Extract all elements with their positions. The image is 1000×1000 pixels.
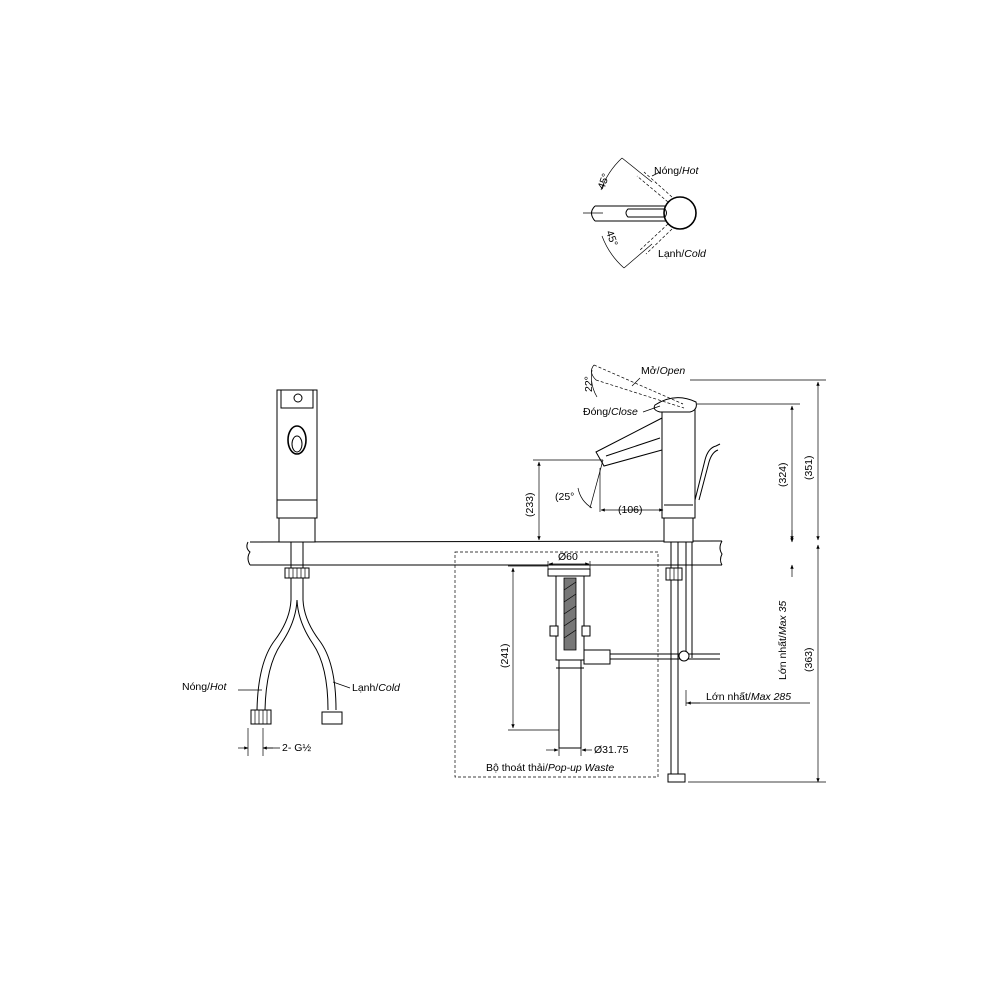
max-length-label: Lớn nhất/Max 285 xyxy=(706,691,791,703)
angle-label-hot: 45° xyxy=(596,172,613,191)
waste-diameter-top: Ø60 xyxy=(558,551,578,563)
front-lever xyxy=(280,389,314,409)
label-close: Đóng/Close xyxy=(583,406,638,418)
side-rod-end xyxy=(667,773,686,783)
front-base xyxy=(278,517,316,543)
label-hot-front: Nóng/Hot xyxy=(182,681,227,693)
angle-spout-label: (25° xyxy=(555,491,574,503)
angle-extension-hot xyxy=(621,157,653,183)
angle-arc-hot xyxy=(600,157,623,191)
waste-pivot xyxy=(583,649,611,665)
lever-top-outline xyxy=(591,205,666,222)
thread-label: 2- G½ xyxy=(282,742,311,754)
side-base xyxy=(663,517,694,543)
lever-hot-position-2 xyxy=(643,171,673,198)
dim-total-height: (351) xyxy=(803,455,815,480)
top-view: 45° 45° Nóng/Hot Lạnh/Cold xyxy=(583,157,707,269)
lever-cold-position xyxy=(639,223,669,251)
side-hook xyxy=(694,443,721,501)
side-lever xyxy=(653,397,697,413)
lever-hot-position xyxy=(636,175,669,203)
waste-frame xyxy=(454,551,659,778)
spout-outlet xyxy=(287,425,307,455)
waste-clip xyxy=(678,650,690,662)
label-cold-top: Lạnh/Cold xyxy=(658,248,707,260)
handle-top-circle xyxy=(663,196,697,230)
side-lever-open xyxy=(593,364,685,409)
hose-cold xyxy=(296,599,329,711)
side-body xyxy=(661,409,696,519)
front-lever-dot xyxy=(293,393,303,403)
dim-lever-height: (324) xyxy=(777,462,789,487)
side-spout xyxy=(595,417,663,467)
waste-diameter-bottom: Ø31.75 xyxy=(594,744,629,756)
label-open: Mở/Open xyxy=(641,365,685,377)
waste-flange xyxy=(547,568,591,577)
lever-slot xyxy=(625,208,667,218)
angle-arc-cold xyxy=(601,235,625,269)
angle-label-cold: 45° xyxy=(603,229,620,248)
label-hot-top: Nóng/Hot xyxy=(654,165,699,177)
fitting-hot xyxy=(250,709,272,725)
leader-hot xyxy=(651,171,661,177)
label-cold-front: Lạnh/Cold xyxy=(352,682,401,694)
popup-waste: Ø60 (241) Ø31.75 Bộ thoát thải/Pop-up Wa… xyxy=(454,551,720,778)
angle-lever-label: 22° xyxy=(583,376,595,392)
dim-spout-reach: (106) xyxy=(618,504,643,516)
dim-spout-height: (233) xyxy=(524,492,536,517)
waste-length-dim: (241) xyxy=(499,643,511,668)
angle-extension-cold xyxy=(623,243,653,269)
dim-below-counter: (363) xyxy=(803,647,815,672)
front-view: Nóng/Hot Lạnh/Cold 2- G½ xyxy=(182,389,401,756)
fitting-cold xyxy=(321,711,343,725)
countertop xyxy=(246,540,723,566)
hose-hot xyxy=(256,599,292,711)
lever-cold-position-2 xyxy=(645,228,673,255)
max-thickness-label: Lớn nhất/Max 35 xyxy=(777,601,789,680)
waste-caption: Bộ thoát thải/Pop-up Waste xyxy=(486,762,614,774)
waste-tailpiece xyxy=(558,659,582,749)
side-view: 22° Mở/Open Đóng/Close (25° (233) (106) … xyxy=(524,364,826,783)
